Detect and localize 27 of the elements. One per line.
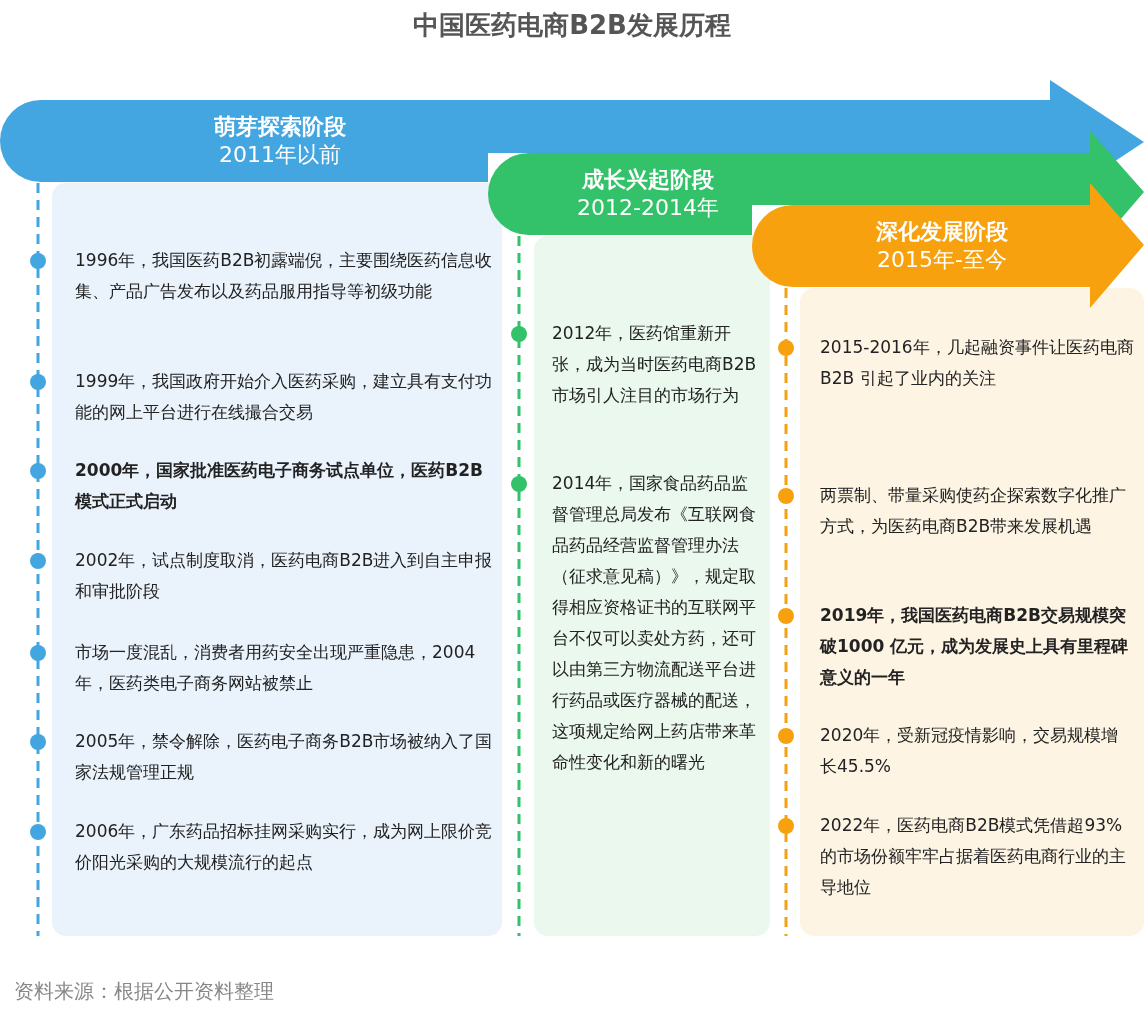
stage-period: 2012-2014年 <box>576 194 720 222</box>
timeline-event: 2014年，国家食品药品监督管理总局发布《互联网食品药品经营监督管理办法（征求意见稿）》，规定取得相应资格证书的互联网平台不仅可以卖处方药，还可以由第三方物流配送平台进行药品或医疗器械的配送，这项规定给网上药店带来革命性变化和新的曙光 <box>552 468 764 778</box>
timeline-event: 2019年，我国医药电商B2B交易规模突破1000 亿元，成为发展史上具有里程碑意义的一年 <box>820 600 1134 693</box>
stage-title: 深化发展阶段 <box>875 218 1009 246</box>
stage-panel <box>52 183 502 936</box>
stage-banner <box>488 153 752 235</box>
timeline-event: 2022年，医药电商B2B模式凭借超93%的市场份额牢牢占据着医药电商行业的主导地位 <box>820 810 1134 903</box>
timeline-event: 2005年，禁令解除，医药电子商务B2B市场被纳入了国家法规管理正规 <box>75 726 495 788</box>
stage-panel <box>534 236 770 936</box>
stage-title: 萌芽探索阶段 <box>213 113 347 141</box>
timeline-event: 2006年，广东药品招标挂网采购实行，成为网上限价竞价阳光采购的大规模流行的起点 <box>75 816 495 878</box>
diagram-title: 中国医药电商B2B发展历程 <box>412 9 732 42</box>
stage-banner <box>0 100 488 182</box>
stage-title: 成长兴起阶段 <box>581 166 715 194</box>
timeline-event: 两票制、带量采购使药企探索数字化推广方式，为医药电商B2B带来发展机遇 <box>820 480 1134 542</box>
timeline-event: 1996年，我国医药B2B初露端倪，主要围绕医药信息收集、产品广告发布以及药品服用指导等初级功能 <box>75 245 495 307</box>
stage-period: 2015年-至今 <box>876 246 1008 274</box>
timeline-event: 2020年，受新冠疫情影响，交易规模增长45.5% <box>820 720 1134 782</box>
timeline-event: 1999年，我国政府开始介入医药采购，建立具有支付功能的网上平台进行在线撮合交易 <box>75 366 495 428</box>
stage-period: 2011年以前 <box>218 141 342 169</box>
timeline-event: 2000年，国家批准医药电子商务试点单位，医药B2B模式正式启动 <box>75 455 495 517</box>
timeline-event: 2012年，医药馆重新开张，成为当时医药电商B2B市场引人注目的市场行为 <box>552 318 764 411</box>
stage-panel <box>800 288 1144 936</box>
source-note: 资料来源：根据公开资料整理 <box>14 978 274 1005</box>
timeline-event: 市场一度混乱，消费者用药安全出现严重隐患，2004年，医药类电子商务网站被禁止 <box>75 637 495 699</box>
timeline-event: 2015-2016年，几起融资事件让医药电商 B2B 引起了业内的关注 <box>820 332 1134 394</box>
timeline-event: 2002年，试点制度取消，医药电商B2B进入到自主申报和审批阶段 <box>75 545 495 607</box>
